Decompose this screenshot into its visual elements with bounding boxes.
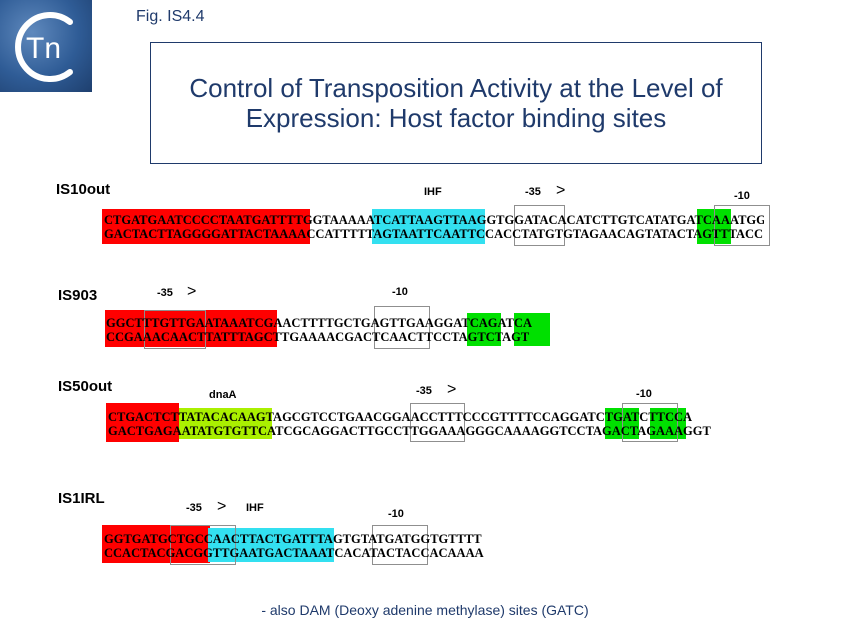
is10-minus35-box [514, 205, 565, 246]
page-title: Control of Transposition Activity at the… [189, 73, 723, 133]
is1-minus10-box [372, 525, 428, 565]
is1-ihf-highlight [208, 528, 334, 562]
is10-ihf-label: IHF [424, 186, 442, 198]
is10-minus10-box [714, 205, 770, 246]
is50-dnaa-highlight [179, 408, 272, 439]
is10-top-strand: CTGATGAATCCCCTAATGATTTTGGTAAAAATCATTAAGT… [104, 214, 764, 226]
is50-minus35-label: -35 [416, 385, 432, 397]
is50-label: IS50out [58, 378, 113, 395]
is903-top-strand: GGCTTTGTTGAATAAATCGAACTTTTGCTGAGTTGAAGGA… [106, 317, 532, 329]
is1-minus10-label: -10 [388, 508, 404, 520]
is50-minus35-box [410, 403, 465, 442]
is10-label: IS10out [56, 181, 111, 198]
is903-gatc-highlight-1 [467, 313, 501, 346]
is1-minus35-label: -35 [186, 502, 202, 514]
is903-minus35-label: -35 [157, 287, 173, 299]
footer-note: - also DAM (Deoxy adenine methylase) sit… [261, 602, 589, 618]
is50-minus10-box [622, 403, 678, 442]
is1-bottom-strand: CCACTACGACGGTTGAATGACTAAATCACATACTACCACA… [104, 547, 484, 559]
is1-top-strand: GGTGATGCTGCCAACTTACTGATTTAGTGTATGATGGTGT… [104, 533, 482, 545]
is10-bottom-strand: GACTACTTAGGGGATTACTAAAACCATTTTTAGTAATTCA… [104, 228, 764, 240]
is903-label: IS903 [58, 287, 98, 304]
is50-top-strand: CTGACTCTTATACACAAGTAGCGTCCTGAACGGAACCTTT… [108, 411, 693, 423]
figure-label: Fig. IS4.4 [136, 8, 205, 25]
is50-arrow-icon: > [447, 381, 457, 398]
is50-promoter-highlight [106, 403, 179, 442]
is50-dnaa-label: dnaA [209, 389, 237, 401]
is1-label: IS1IRL [58, 490, 105, 507]
is903-bottom-strand: CCGAAACAACTTATTTAGCTTGAAAACGACTCAACTTCCT… [106, 331, 530, 343]
is50-gatc-highlight-2 [650, 408, 686, 439]
is10-minus35-label: -35 [525, 186, 541, 198]
logo-text: Tn [26, 32, 61, 65]
is903-arrow-icon: > [187, 283, 197, 300]
tn-logo-icon: Tn [15, 12, 73, 82]
is903-minus10-label: -10 [392, 286, 408, 298]
is50-minus10-label: -10 [636, 388, 652, 400]
is903-minus10-box [374, 306, 430, 349]
tn-logo: Tn [0, 0, 92, 92]
is10-arrow-icon: > [556, 182, 566, 199]
is10-promoter-highlight [102, 209, 310, 244]
is1-promoter-highlight [102, 525, 210, 563]
is1-ihf-label: IHF [246, 502, 264, 514]
is903-gatc-highlight-2 [514, 313, 550, 346]
is10-ihf-highlight [372, 209, 485, 244]
title-box: Control of Transposition Activity at the… [150, 42, 762, 164]
is1-minus35-box [170, 525, 236, 565]
is903-promoter-highlight [105, 310, 277, 347]
is50-bottom-strand: GACTGAGAATATGTGTTCATCGCAGGACTTGCCTTGGAAA… [108, 425, 711, 437]
is1-arrow-icon: > [217, 498, 227, 515]
is903-minus35-box [144, 310, 206, 349]
is10-minus10-label: -10 [734, 190, 750, 202]
